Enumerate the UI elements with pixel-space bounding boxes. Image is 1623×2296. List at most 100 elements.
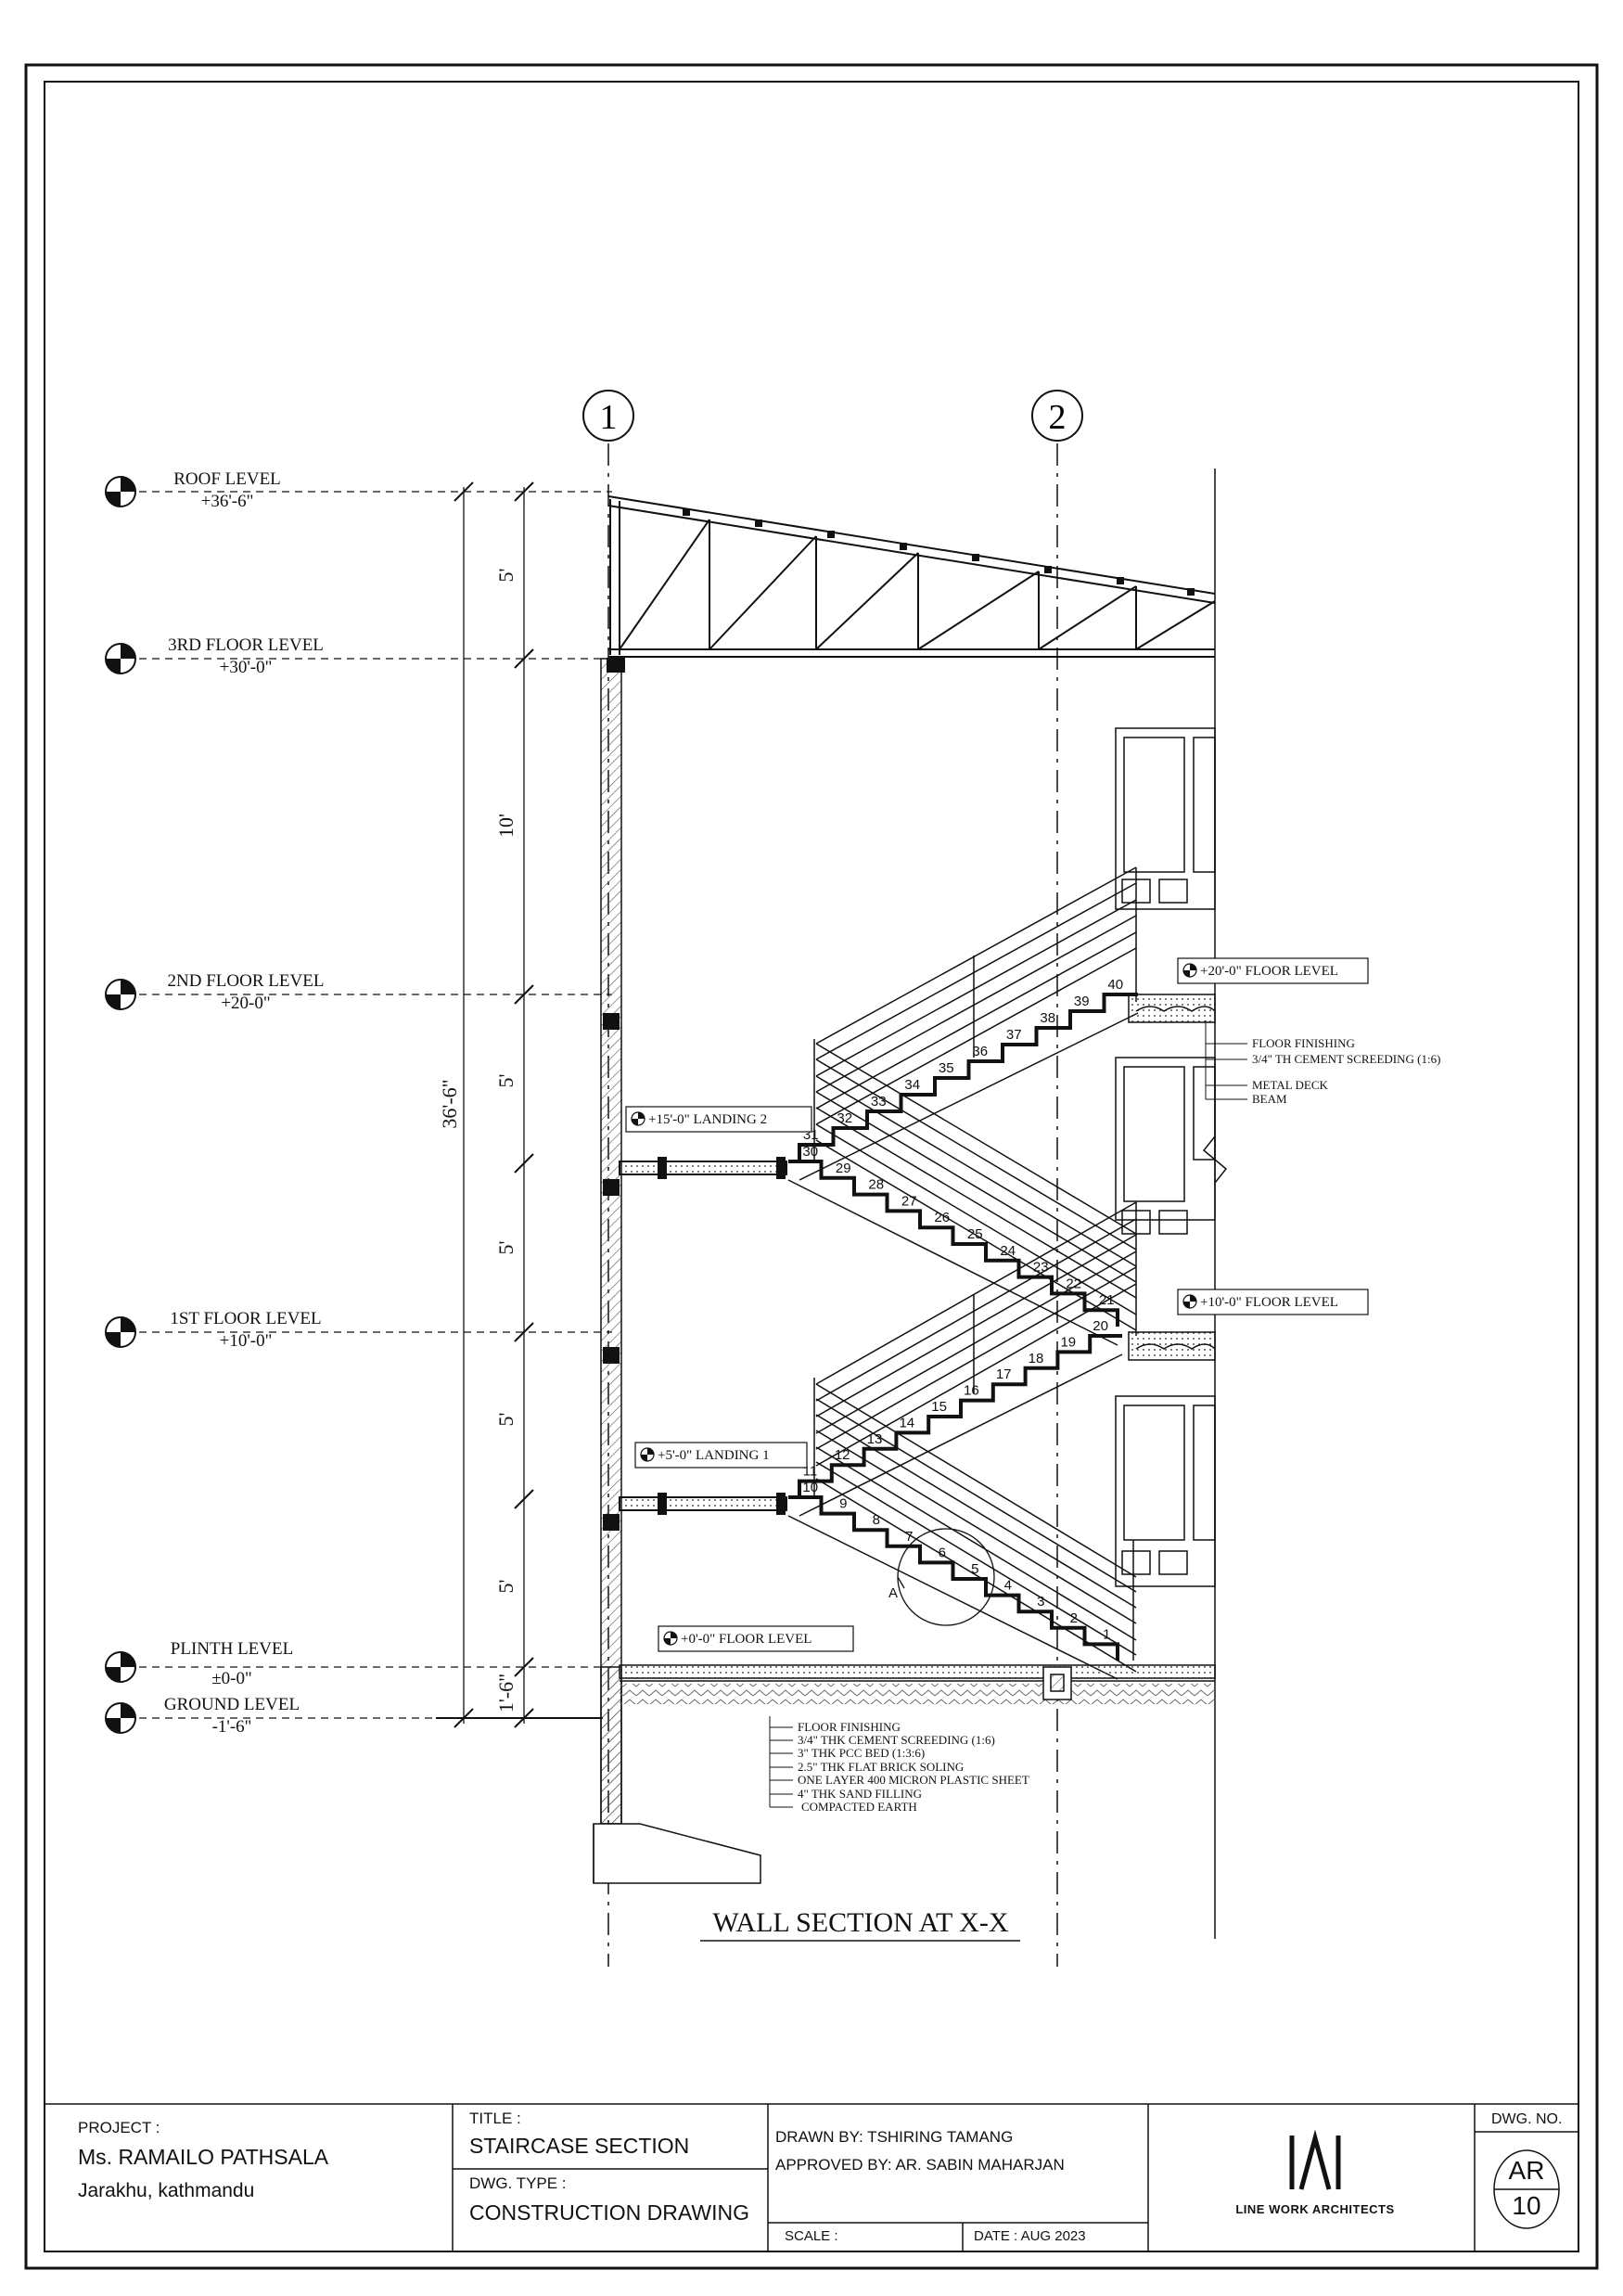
step-number: 4 — [1004, 1578, 1012, 1594]
dim-roof: 5' — [494, 568, 518, 582]
level-first-floor: 1ST FLOOR LEVEL +10'-0" — [139, 1308, 352, 1353]
title-block-frame — [44, 2103, 1579, 2252]
floor-leaders — [1205, 1020, 1247, 1100]
dwg-no-number: 10 — [1512, 2191, 1541, 2220]
floor-layer-2: 3/4" TH CEMENT SCREEDING (1:6) — [1252, 1052, 1440, 1066]
level-second-floor-name: 2ND FLOOR LEVEL — [167, 971, 325, 991]
step-number: 39 — [1074, 994, 1090, 1009]
level-second-floor-elev: +20-0" — [221, 994, 271, 1013]
step-number: 37 — [1006, 1027, 1022, 1043]
level-plinth-name: PLINTH LEVEL — [170, 1639, 294, 1659]
step-number: 3 — [1037, 1594, 1044, 1610]
level-ground-name: GROUND LEVEL — [163, 1695, 300, 1714]
approved-by: APPROVED BY: AR. SABIN MAHARJAN — [775, 2156, 1065, 2174]
floor-layer-1: FLOOR FINISHING — [1252, 1036, 1355, 1050]
title-value: STAIRCASE SECTION — [469, 2134, 690, 2158]
handrails — [813, 866, 1137, 1673]
step-number: 34 — [904, 1077, 920, 1093]
level-first-floor-name: 1ST FLOOR LEVEL — [170, 1309, 322, 1328]
grid-label-2: 2 — [1049, 398, 1067, 437]
dim-third: 10' — [494, 814, 518, 838]
stair-flight — [788, 1160, 1119, 1327]
tag-floor-20: +20'-0" FLOOR LEVEL — [1200, 964, 1338, 979]
level-plinth: PLINTH LEVEL ±0-0" — [144, 1638, 320, 1690]
step-number: 18 — [1029, 1351, 1044, 1366]
project-label: PROJECT : — [78, 2119, 160, 2136]
level-tag-boxes — [625, 957, 1369, 1652]
floor-layer-4: BEAM — [1252, 1092, 1287, 1106]
dwg-no-label: DWG. NO. — [1491, 2111, 1563, 2127]
scale-label: SCALE : — [785, 2228, 838, 2244]
step-number: 1 — [1103, 1626, 1110, 1642]
tag-landing-1: +5'-0" LANDING 1 — [658, 1448, 770, 1463]
dwg-type-value: CONSTRUCTION DRAWING — [469, 2200, 749, 2225]
step-number: 15 — [931, 1399, 947, 1415]
floor-slabs — [1128, 994, 1216, 1361]
dim-landing2-lower: 5' — [494, 1240, 518, 1254]
step-number: 35 — [939, 1060, 954, 1076]
level-lines — [139, 491, 612, 1719]
tag-landing-2: +15'-0" LANDING 2 — [648, 1112, 767, 1127]
dim-landing2-upper: 5' — [494, 1073, 518, 1087]
dim-total: 36'-6" — [438, 1079, 461, 1128]
step-number: 12 — [835, 1447, 850, 1463]
project-location: Jarakhu, kathmandu — [78, 2180, 255, 2201]
level-roof-elev: +36'-6" — [200, 492, 254, 511]
detail-mark: A — [888, 1585, 898, 1601]
step-number: 5 — [971, 1561, 978, 1577]
level-roof-name: ROOF LEVEL — [173, 469, 281, 489]
level-third-floor-elev: +30'-0" — [219, 658, 273, 677]
firm-name: LINE WORK ARCHITECTS — [1235, 2202, 1395, 2216]
step-number: 40 — [1107, 977, 1123, 993]
level-ground: GROUND LEVEL -1'-6" — [144, 1694, 320, 1738]
step-number: 20 — [1093, 1318, 1108, 1334]
floor-layer-notes: FLOOR FINISHING 3/4" TH CEMENT SCREEDING… — [1252, 1036, 1440, 1106]
firm-logo — [1289, 2129, 1341, 2190]
stair-waist — [787, 1515, 1118, 1680]
stair-flight — [798, 1334, 1122, 1497]
dwg-no-prefix: AR — [1508, 2156, 1545, 2185]
stair-flights: 1234567891011121314151617181920212223242… — [787, 977, 1139, 1680]
dim-plinth: 1'-6" — [494, 1674, 518, 1712]
ground-layer-5: ONE LAYER 400 MICRON PLASTIC SHEET — [798, 1773, 1029, 1787]
step-number: 29 — [836, 1161, 851, 1176]
stair-waist — [799, 1012, 1139, 1181]
drawn-by: DRAWN BY: TSHIRING TAMANG — [775, 2128, 1014, 2146]
landings — [619, 1157, 787, 1515]
step-number: 7 — [905, 1529, 913, 1545]
step-number: 9 — [839, 1496, 847, 1512]
step-number: 8 — [873, 1512, 880, 1528]
grid-label-1: 1 — [600, 398, 618, 437]
ground-layer-6: 4" THK SAND FILLING — [798, 1787, 922, 1801]
level-third-floor-name: 3RD FLOOR LEVEL — [168, 635, 324, 655]
level-tag-texts: +20'-0" FLOOR LEVEL +15'-0" LANDING 2 +1… — [648, 964, 1338, 1647]
step-number: 17 — [996, 1366, 1012, 1382]
level-ground-elev: -1'-6" — [211, 1717, 252, 1737]
ground-layer-3: 3" THK PCC BED (1:3:6) — [798, 1746, 925, 1760]
ground-layer-1: FLOOR FINISHING — [798, 1720, 901, 1734]
step-number: 26 — [934, 1210, 950, 1225]
step-number: 19 — [1060, 1334, 1076, 1350]
level-first-floor-elev: +10'-0" — [219, 1331, 273, 1351]
stair-flight — [798, 993, 1138, 1161]
roof-purlins — [683, 508, 1195, 596]
date: DATE : AUG 2023 — [974, 2228, 1086, 2244]
dim-landing1-upper: 5' — [494, 1412, 518, 1426]
exterior-wall — [593, 658, 761, 1884]
wall-beams — [603, 1013, 620, 1531]
step-number: 28 — [868, 1177, 884, 1193]
grid-bubble-2: 2 — [1031, 390, 1083, 442]
ground-layer-2: 3/4" THK CEMENT SCREEDING (1:6) — [798, 1733, 995, 1747]
tag-floor-10: +10'-0" FLOOR LEVEL — [1200, 1295, 1338, 1310]
grid-bubble-1: 1 — [582, 390, 634, 442]
dimension-chain — [454, 481, 534, 1728]
tag-markers — [631, 963, 1197, 1646]
stair-flight — [788, 1495, 1119, 1661]
level-second-floor: 2ND FLOOR LEVEL +20-0" — [139, 970, 352, 1015]
floor-layer-3: METAL DECK — [1252, 1078, 1328, 1092]
level-plinth-elev: ±0-0" — [211, 1669, 252, 1688]
roof-truss — [607, 495, 1216, 673]
ground-layer-notes: FLOOR FINISHING 3/4" THK CEMENT SCREEDIN… — [798, 1720, 1029, 1814]
drawing-title: WALL SECTION AT X-X — [700, 1907, 1020, 1942]
